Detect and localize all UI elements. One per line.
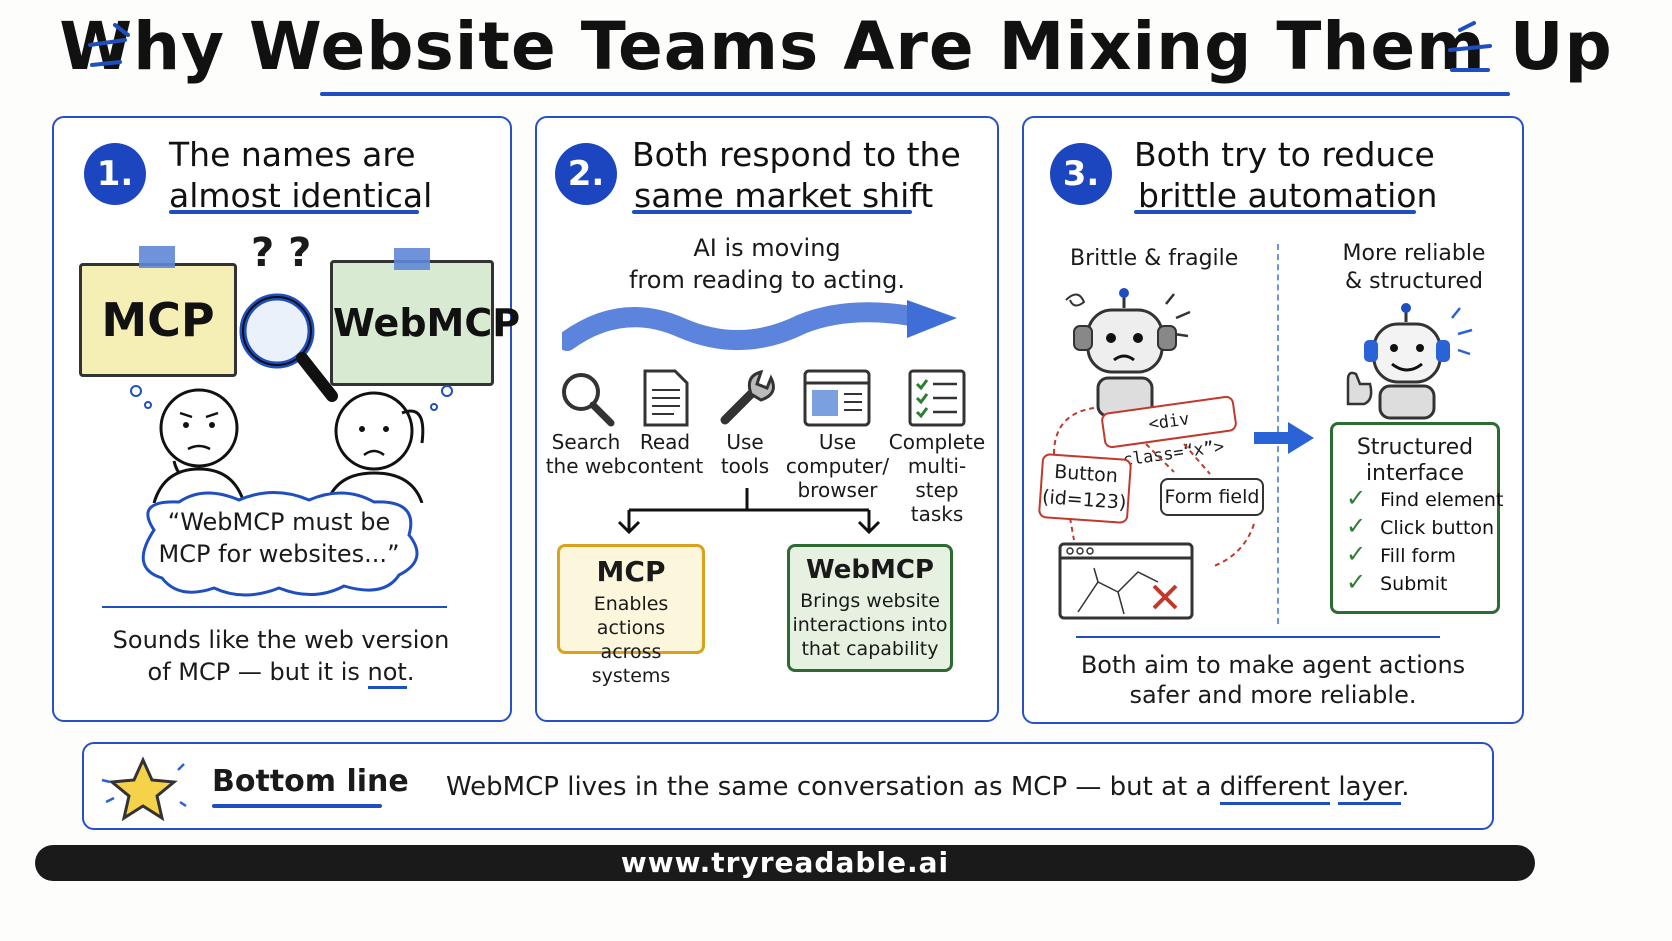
thought-cloud-icon (141, 491, 419, 597)
accent-strokes-icon (88, 23, 130, 67)
check-fill-form: ✓Fill form (1346, 540, 1456, 568)
tape-icon (394, 248, 430, 270)
heading-underline (632, 210, 912, 214)
panel-market-shift: 2. Both respond to the same market shift… (535, 116, 999, 722)
step-number-badge: 1. (84, 143, 146, 205)
page-title: Why Website Teams Are Mixing Them Up (59, 8, 1613, 85)
question-marks: ? ? (251, 230, 312, 276)
heading-underline (169, 210, 419, 214)
divider (1076, 636, 1440, 638)
heading-underline (1134, 210, 1416, 214)
panel-heading: The names are almost identical (169, 135, 433, 215)
bottom-line-label: Bottom line (212, 764, 409, 799)
step-number-badge: 2. (555, 143, 617, 205)
happy-robot-icon (1346, 303, 1473, 420)
panel-summary: Both aim to make agent actions safer and… (1080, 651, 1466, 709)
right-arrow-icon (1254, 422, 1314, 454)
divider (102, 606, 447, 608)
browser-window-icon (803, 369, 871, 427)
magnifier-icon (562, 373, 615, 427)
form-field-box: Form field (1160, 478, 1264, 516)
step-read: Read content (626, 430, 704, 478)
tape-icon (139, 246, 175, 268)
step-search: Search the web (545, 430, 627, 478)
check-find-element: ✓Find element (1346, 484, 1504, 512)
step-tools: Use tools (720, 430, 770, 478)
magnifier-icon (239, 293, 338, 402)
reliable-label: More reliable & structured (1342, 241, 1486, 294)
thought-text: “WebMCP must be MCP for websites...” (158, 508, 400, 568)
accent-strokes-icon-right (1448, 21, 1492, 72)
panel-heading: Both try to reduce brittle automation (1134, 135, 1438, 215)
dashed-red-arrows-icon (1053, 407, 1255, 567)
wrench-icon (720, 369, 775, 425)
mcp-note: MCP (79, 263, 237, 377)
webmcp-note: WebMCP (330, 260, 520, 386)
title-underline (320, 92, 1510, 96)
document-icon (643, 369, 689, 427)
panel-names-identical: 1. The names are almost identical MCP We… (52, 116, 520, 722)
broken-window-icon (1058, 542, 1194, 620)
thinking-person-icon (130, 385, 246, 503)
bottom-line-underline (212, 804, 382, 808)
panel-heading: Both respond to the same market shift (632, 135, 961, 215)
check-click-button: ✓Click button (1346, 512, 1495, 540)
shift-caption: AI is moving from reading to acting. (628, 234, 906, 294)
check-submit: ✓Submit (1346, 568, 1448, 596)
wave-arrow-icon (562, 300, 957, 351)
webmcp-box: WebMCP Brings website interactions into … (787, 544, 953, 672)
structured-interface-box: Structured interface (1330, 422, 1500, 614)
step-computer: Use computer/ browser (785, 430, 890, 502)
step-complete: Complete multi-step tasks (888, 430, 986, 526)
panel-brittle-automation: 3. Both try to reduce brittle automation… (1022, 116, 1524, 724)
bottom-line-text: WebMCP lives in the same conversation as… (446, 772, 1410, 805)
step-number-badge: 3. (1050, 143, 1112, 205)
fork-arrows-icon (617, 488, 881, 535)
star-icon (101, 756, 187, 822)
mcp-box: MCP Enables actions across systems (557, 544, 705, 687)
stressed-robot-icon (1065, 288, 1191, 418)
panel-summary: Sounds like the web version of MCP — but… (74, 624, 488, 689)
footer-url[interactable]: www.tryreadable.ai (35, 845, 1535, 881)
brittle-label: Brittle & fragile (1070, 246, 1239, 271)
checklist-icon (908, 369, 966, 427)
confused-person-icon (325, 385, 453, 503)
bottom-line-banner: Bottom line WebMCP lives in the same con… (82, 742, 1494, 830)
